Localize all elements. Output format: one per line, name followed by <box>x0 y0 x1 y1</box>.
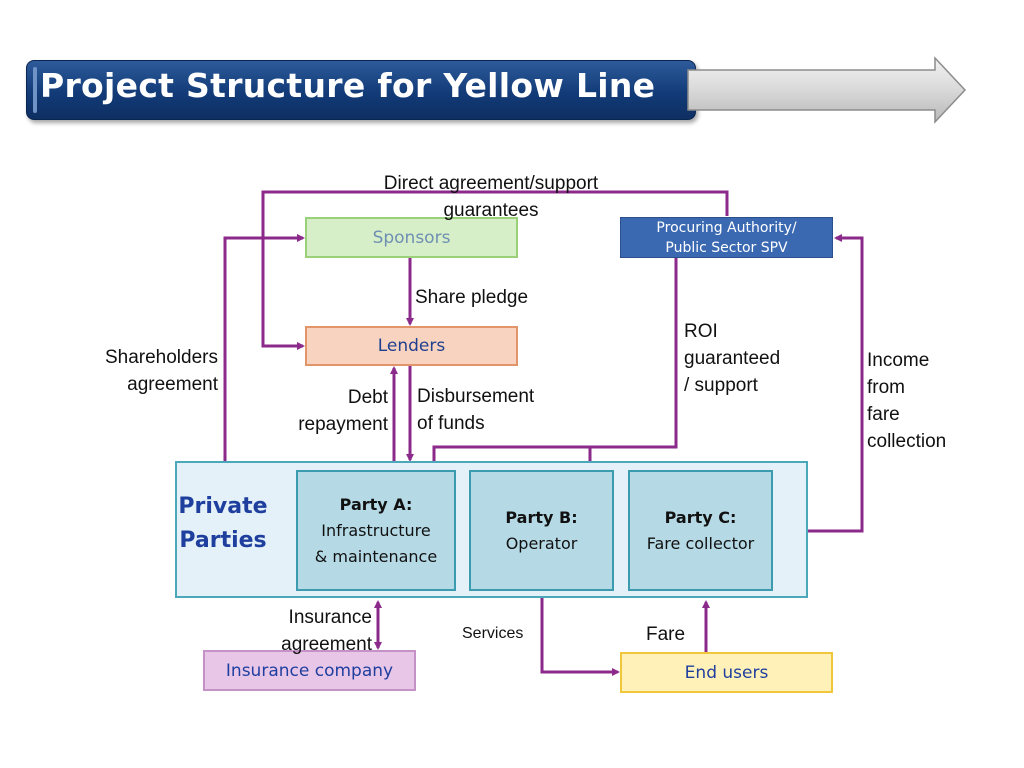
title-arrow-shape <box>687 56 967 124</box>
insurance-company-label: Insurance company <box>225 660 394 681</box>
title-accent <box>33 67 37 113</box>
sponsors-box: Sponsors <box>305 217 518 258</box>
direct-agreement-line2: guarantees <box>443 200 539 221</box>
income-line1: Income <box>867 350 930 371</box>
procuring-label-line2: Public Sector SPV <box>665 239 788 256</box>
debt-line1: Debt <box>347 387 388 408</box>
income-line2: from <box>867 377 905 398</box>
shareholders-line1: Shareholders <box>104 347 218 368</box>
page-title: Project Structure for Yellow Line <box>40 66 656 105</box>
private-label-line1: Private <box>178 494 268 519</box>
debt-line2: repayment <box>298 414 388 435</box>
direct-agreement-line1: Direct agreement/support <box>383 173 599 194</box>
insurance-agreement-label: Insurance agreement <box>240 604 372 658</box>
title-banner <box>26 60 696 120</box>
disbursement-line1: Disbursement <box>417 386 535 407</box>
debt-repayment-label: Debt repayment <box>270 384 388 438</box>
services-label: Services <box>462 625 524 642</box>
party-b-title: Party B: <box>505 507 578 527</box>
private-label-line2: Parties <box>179 528 267 553</box>
roi-line3: / support <box>684 375 758 396</box>
income-line <box>774 234 864 533</box>
insurance-agreement-line2: agreement <box>281 634 372 655</box>
roi-line2: guaranteed <box>684 348 781 369</box>
income-line4: collection <box>867 431 947 452</box>
lenders-label: Lenders <box>377 336 446 356</box>
end-users-label: End users <box>684 662 769 683</box>
insurance-company-box: Insurance company <box>203 650 416 691</box>
roi-line1: ROI <box>684 321 718 342</box>
direct-agreement-label: Direct agreement/support guarantees <box>352 170 630 224</box>
party-a-line2: & maintenance <box>314 546 438 566</box>
procuring-authority-box: Procuring Authority/ Public Sector SPV <box>620 217 833 258</box>
party-a-line1: Infrastructure <box>321 520 431 540</box>
end-users-box: End users <box>620 652 833 693</box>
income-line3: fare <box>867 404 900 425</box>
party-b-line1: Operator <box>505 533 578 553</box>
party-a-title: Party A: <box>339 494 413 514</box>
services-line <box>540 592 620 676</box>
party-b-box: Party B: Operator <box>469 470 614 591</box>
party-c-title: Party C: <box>664 507 737 527</box>
fare-label: Fare <box>646 624 686 645</box>
disbursement-line2: of funds <box>417 413 485 434</box>
party-c-box: Party C: Fare collector <box>628 470 773 591</box>
share-pledge-label: Share pledge <box>415 287 529 308</box>
lenders-box: Lenders <box>305 326 518 366</box>
shareholders-line2: agreement <box>127 374 218 395</box>
insurance-agreement-line1: Insurance <box>288 607 372 628</box>
party-c-line1: Fare collector <box>646 533 755 553</box>
shareholders-agreement-label: Shareholders agreement <box>60 344 218 398</box>
income-label: Income from fare collection <box>867 347 946 455</box>
disbursement-label: Disbursement of funds <box>417 383 534 437</box>
party-a-box: Party A: Infrastructure & maintenance <box>296 470 456 591</box>
sponsors-label: Sponsors <box>372 227 451 248</box>
roi-label: ROI guaranteed / support <box>684 318 780 399</box>
procuring-label-line1: Procuring Authority/ <box>656 219 797 236</box>
roi-line <box>430 258 678 470</box>
direct-agreement-line <box>261 190 729 350</box>
private-parties-label: Private Parties <box>178 490 268 558</box>
